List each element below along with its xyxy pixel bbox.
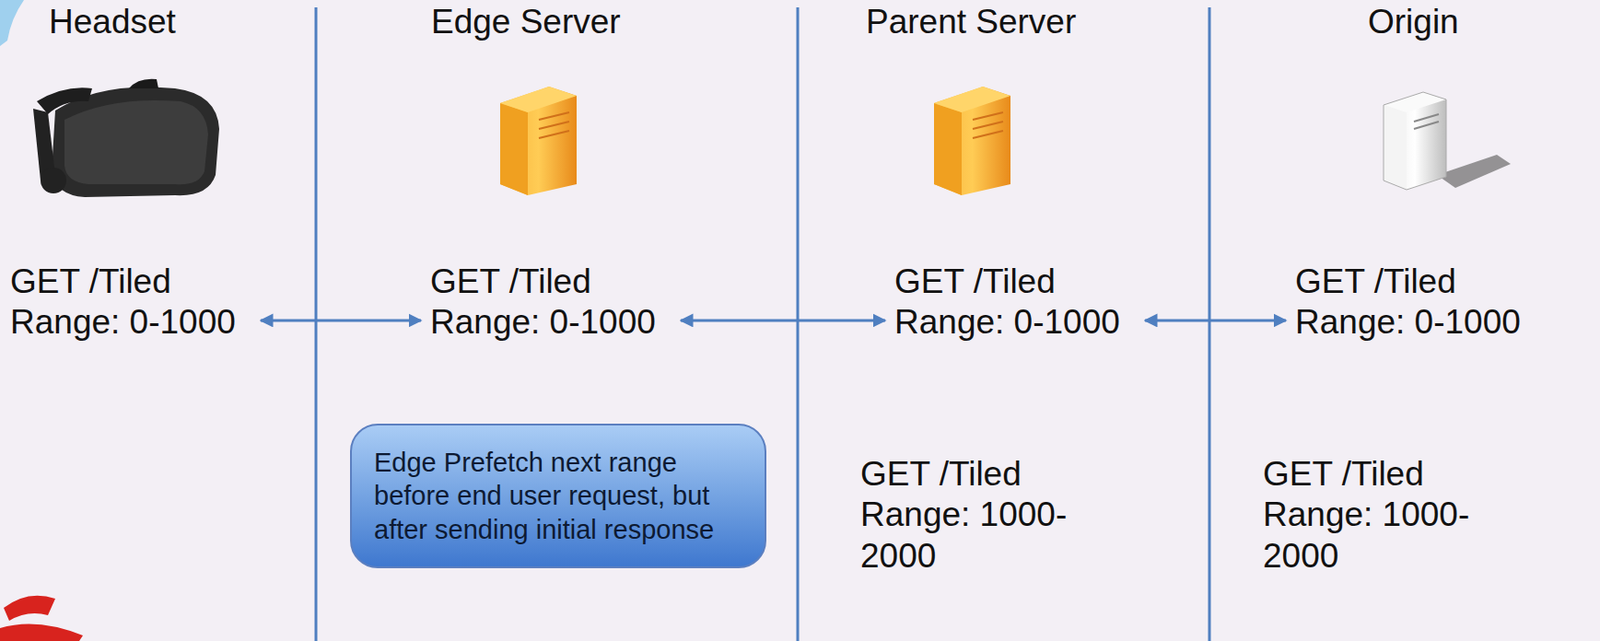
request-label: GET /Tiled Range: 0-1000 <box>10 261 252 344</box>
column-header: Edge Server <box>431 1 621 43</box>
request-text: GET /Tiled Range: 0-1000 <box>1295 261 1537 344</box>
request-label: GET /Tiled Range: 0-1000 <box>430 261 672 344</box>
divider-line <box>315 7 318 641</box>
request-label: GET /Tiled Range: 0-1000 <box>894 261 1136 344</box>
divider-line <box>796 7 800 641</box>
logo-mark <box>3 595 56 621</box>
origin-server-icon <box>1383 92 1511 190</box>
logo-mark <box>0 624 83 641</box>
divider-line <box>1208 7 1212 641</box>
note-text: Edge Prefetch next range before end user… <box>373 445 743 547</box>
request-arrow <box>1144 318 1286 322</box>
request-arrow <box>260 318 421 322</box>
server-icon <box>500 86 577 196</box>
request-text: GET /Tiled Range: 0-1000 <box>894 261 1136 344</box>
request-text: GET /Tiled Range: 0-1000 <box>10 261 252 344</box>
corner-swoosh <box>0 0 24 47</box>
callout-box: Edge Prefetch next range before end user… <box>350 423 767 569</box>
request-label: GET /Tiled Range: 0-1000 <box>1295 261 1537 344</box>
vr-headset-icon <box>33 79 220 198</box>
request-text: GET /Tiled Range: 0-1000 <box>430 261 672 344</box>
column-header: Origin <box>1367 1 1460 43</box>
request-text: GET /Tiled Range: 1000-2000 <box>860 454 1102 577</box>
request-text: GET /Tiled Range: 1000-2000 <box>1262 454 1505 577</box>
server-icon <box>934 86 1011 196</box>
column-header: Parent Server <box>865 1 1076 43</box>
column-header: Headset <box>48 1 176 43</box>
request-arrow <box>680 318 886 322</box>
